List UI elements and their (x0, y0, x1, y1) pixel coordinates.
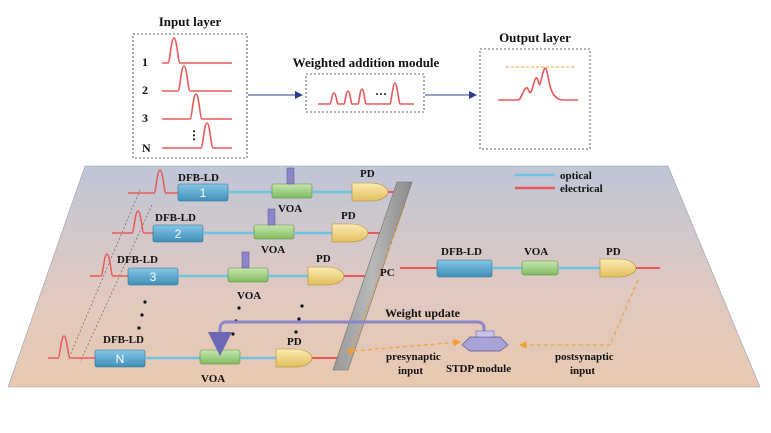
weighted-addition-box (305, 73, 425, 113)
presynaptic-to-stdp (339, 338, 462, 353)
stdp-module-label: STDP module (446, 363, 511, 375)
post-voa-module (521, 260, 559, 276)
dfb-ld-number: 1 (200, 186, 207, 200)
spike-trace (162, 37, 232, 64)
input-row-label: N (142, 141, 151, 155)
voa-module (271, 183, 313, 199)
dfb-ld-label: DFB-LD (103, 334, 144, 346)
voa-control (241, 251, 250, 269)
pd-module (331, 223, 369, 243)
pd-label: PD (360, 168, 375, 180)
postsynaptic-feedback (518, 279, 639, 349)
pd-module (351, 182, 389, 202)
pd-label: PD (341, 210, 356, 222)
voa-label: VOA (237, 290, 261, 302)
legend-electrical-label: electrical (560, 183, 603, 195)
voa-control (267, 208, 276, 226)
voa-module (227, 267, 269, 283)
dfb-ld-number: N (116, 352, 125, 366)
output-layer-title: Output layer (499, 30, 571, 45)
postsynaptic-label-line1: postsynaptic (555, 351, 614, 363)
input-row-label: 2 (142, 83, 148, 97)
spike-trace (162, 122, 232, 149)
pd-module (275, 348, 313, 368)
pd-module (307, 266, 345, 286)
weighted-spikes (318, 82, 414, 105)
postsynaptic-chain: DFB-LD VOA PD (400, 246, 660, 278)
input-layer-box (132, 33, 248, 159)
post-pd-module (599, 258, 637, 278)
lane-2: 2 DFB-LD VOA PD (112, 208, 392, 256)
input-row-n: N (142, 122, 232, 155)
guide-lines (67, 189, 153, 363)
presynaptic-label-line2: input (398, 365, 423, 377)
postsynaptic-label-line2: input (570, 365, 595, 377)
voa-label: VOA (201, 373, 225, 385)
stdp-module (461, 330, 509, 352)
legend: optical electrical (515, 170, 603, 195)
platform (7, 165, 761, 388)
pc-label: PC (380, 267, 395, 279)
post-voa-label: VOA (524, 246, 548, 258)
spike-trace (162, 65, 232, 92)
input-spike (48, 335, 96, 359)
dfb-ld-label: DFB-LD (178, 172, 219, 184)
output-spike-trace (498, 67, 578, 101)
input-row-2: 2 (142, 65, 232, 97)
input-row-label: 1 (142, 55, 148, 69)
input-spike (112, 210, 155, 234)
dfb-ld-label: DFB-LD (117, 254, 158, 266)
voa-module (253, 224, 295, 240)
input-row-label: 3 (142, 111, 148, 125)
lane-3: 3 DFB-LD VOA PD (90, 251, 378, 302)
pd-label: PD (316, 253, 331, 265)
voa-label: VOA (278, 203, 302, 215)
post-dfb-ld-label: DFB-LD (441, 246, 482, 258)
dfb-ld-number: 3 (150, 270, 157, 284)
voa-label: VOA (261, 244, 285, 256)
input-spike (90, 253, 130, 277)
input-layer-title: Input layer (159, 14, 222, 29)
dfb-ld-label: DFB-LD (155, 212, 196, 224)
post-pd-label: PD (606, 246, 621, 258)
presynaptic-label-line1: presynaptic (386, 351, 441, 363)
dfb-ld-number: 2 (175, 227, 182, 241)
weighted-addition-title: Weighted addition module (293, 55, 440, 70)
input-row-1: 1 (142, 37, 232, 69)
post-dfb-ld-module (436, 259, 493, 278)
feedback-paths (339, 204, 639, 357)
presynaptic-feedback (348, 204, 406, 357)
pd-label: PD (287, 336, 302, 348)
input-dots: ⋮ (188, 128, 200, 142)
spike-trace (162, 93, 232, 120)
lane-1: 1 DFB-LD VOA PD (128, 167, 405, 215)
input-spike (128, 169, 180, 194)
output-layer-box (479, 48, 591, 150)
legend-optical-label: optical (560, 170, 592, 182)
voa-module (199, 349, 241, 365)
weight-update-path (208, 320, 486, 356)
weighted-dots: ··· (375, 87, 387, 101)
voa-control (286, 167, 295, 185)
input-row-3: 3 (142, 93, 232, 125)
weight-update-label: Weight update (385, 306, 461, 320)
